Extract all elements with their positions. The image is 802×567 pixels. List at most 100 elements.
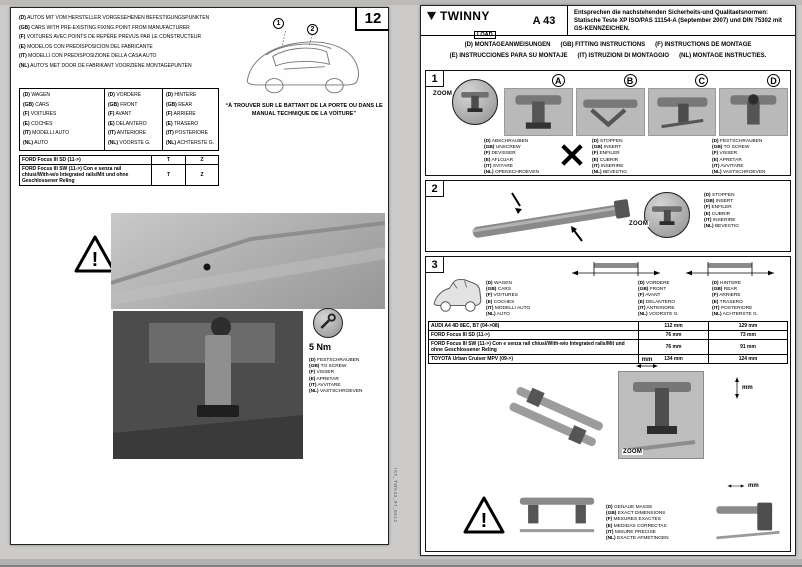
spec-columns: (D) WAGEN(GB) CARS(F) VOITURES(E) COCHES… [19, 88, 219, 151]
lang-line: (E) APRETAR [712, 157, 742, 163]
lang-line: (D) AUTOS MIT VOM HERSTELLER VORGESEHENE… [19, 15, 210, 21]
crossed-out-icon [561, 144, 583, 166]
page-right: TWINNY LOAD A 43 Entsprechen die nachste… [420, 5, 796, 556]
panel-d-graphic [730, 94, 777, 125]
front-column: (D) VORDERE(GB) FRONT(F) AVANT(E) DELANT… [104, 89, 162, 150]
mm-dimension-right: mm [734, 375, 753, 401]
instruction-lang: (NL) MONTAGE INSTRUCTIES. [679, 53, 767, 59]
lang-line: (E) MODELOS CON PREDISPOSICION DEL FABRI… [19, 43, 153, 50]
warning-icon: ! [463, 496, 505, 534]
lang-line: (F) AVANT [638, 293, 661, 299]
lang-line: (F) DEVISSER [484, 151, 516, 157]
double-arrow-icon [636, 364, 658, 368]
print-code: IST_TWA43_07_5612 [393, 468, 398, 523]
cars-column: (D) WAGEN(GB) CARS(F) VOITURES(E) COCHES… [486, 281, 530, 318]
model-cell: FORD Focus III SW (11->) Con e senza rai… [20, 165, 152, 185]
lang-line: (IT) POSTERIORE [166, 130, 208, 137]
lang-line: (IT) INSERIRE [592, 163, 624, 169]
bar-topview-drawing [509, 386, 603, 447]
lang-line: (D) FESTSCHRAUBEN [712, 139, 763, 144]
rear-cell: 73 mm [740, 332, 756, 338]
brand-logo: TWINNY LOAD [421, 6, 521, 39]
table-row: FORD Focus III SW (11->) Con e senza rai… [429, 339, 787, 354]
model-cell: FORD Focus III SD (11->) [429, 331, 639, 339]
exact-dimensions-list: (D) GENAUE MASSE(GB) EXACT DIMENSIONS(F)… [606, 505, 669, 542]
lang-line: (IT) MODELLI CON PREDISPOSIZIONE DELLA C… [19, 53, 157, 60]
standards-line-2: Statische Teste XP ISO/PAS 11154-A (Sept… [574, 18, 782, 33]
lang-line: (E) TRASERO [166, 120, 199, 127]
lang-line: (NL) VASTSCHROEVEN [712, 170, 766, 176]
mm-dimension-bottom: mm [726, 483, 759, 489]
mm-label: mm [742, 385, 753, 391]
panel-letter-b: B [623, 74, 637, 87]
roof-edge-graphic [111, 221, 385, 305]
lang-line: (E) COCHES [23, 120, 53, 127]
model-cell: TOYOTA Urban Cruiser MPV (09->) [429, 355, 639, 363]
instructions-line-1: (D) MONTAGEANWEISUNGEN(GB) FITTING INSTR… [421, 40, 795, 51]
lang-line: (NL) BEVESTIG [704, 224, 739, 230]
lang-line: (GB) CARS WITH PRE-EXISTING FIXING POINT… [19, 24, 190, 31]
standards-line-1: Entsprechen die nachstehenden Sicherheit… [574, 10, 769, 16]
fitting-instructions: (D) MONTAGEANWEISUNGEN(GB) FITTING INSTR… [421, 36, 795, 64]
front-cell: 112 mm [639, 322, 709, 330]
lang-line: (D) VORDERE [108, 92, 142, 98]
step-3: 3 (D) WAGEN(GB) CARS(F) VOITURES(E) COCH… [425, 256, 791, 552]
front-measure-diagram [572, 262, 660, 276]
clamp-photo-graphic [113, 311, 303, 459]
panel-photo-b [575, 88, 645, 136]
lang-line: (D) STOPFEN [704, 193, 735, 198]
page-number: 12 [355, 7, 389, 31]
brand-arrow-icon [426, 11, 437, 21]
callout-2: 2 [307, 24, 318, 35]
lang-line: (F) VISSER [712, 151, 738, 157]
clamp-detail-graphic [461, 92, 489, 112]
lang-line: (GB) INSERT [592, 145, 622, 151]
lang-line: (E) TRASERO [712, 299, 743, 305]
front-cell: T [152, 156, 186, 164]
instruction-lang: (F) INSTRUCTIONS DE MONTAGE [655, 42, 752, 48]
lang-line: (D) VORDERE [638, 281, 670, 286]
zoom-label: ZOOM [628, 221, 650, 227]
lang-line: (GB) REAR [166, 101, 193, 108]
lang-line: (E) AFLOJAR [484, 157, 514, 163]
panel-photo-a [504, 88, 573, 136]
lang-line: (NL) AUTO [23, 139, 48, 146]
lang-line: (IT) MODELLI AUTO [23, 130, 70, 137]
cars-column: (D) WAGEN(GB) CARS(F) VOITURES(E) COCHES… [20, 89, 104, 150]
lang-line: (D) WAGEN [23, 92, 51, 98]
step-3-number: 3 [426, 257, 444, 273]
roof-bar-figure [472, 192, 631, 242]
step-1-number: 1 [426, 71, 444, 87]
lang-line: (IT) ANTERIORE [638, 305, 675, 311]
mm-label: mm [748, 483, 759, 489]
bar-sideview-drawing [519, 497, 595, 533]
rear-cell: Z [200, 172, 204, 178]
brand-name: TWINNY [440, 9, 490, 23]
panel-photo-d [719, 88, 788, 136]
lang-line: (F) VOITURES [486, 293, 518, 299]
car-fit-table: FORD Focus III SD (11->) T Z FORD Focus … [19, 155, 219, 186]
svg-text:!: ! [481, 510, 488, 532]
panel-photo-c [647, 88, 717, 136]
lang-line: (IT) AVVITARE [712, 163, 744, 169]
torque-zoom-circle [313, 308, 343, 338]
front-column: (D) VORDERE(GB) FRONT(F) AVANT(E) DELANT… [638, 281, 679, 318]
clamp-zoom-graphic [628, 382, 696, 452]
zoom-label: ZOOM [622, 449, 644, 455]
lang-line: (NL) BEVESTIG [592, 170, 627, 176]
lang-line: (GB) FRONT [108, 101, 138, 108]
lang-line: (IT) POSTERIORE [712, 305, 753, 311]
fixpoint-note-list: (D) AUTOS MIT VOM HERSTELLER VORGESEHENE… [19, 14, 254, 72]
step-2-number: 2 [426, 181, 444, 197]
instruction-lang: (E) INSTRUCCIONES PARA SU MONTAJE [449, 53, 568, 59]
lang-line: (NL) VOORSTE G. [638, 312, 679, 318]
lang-line: (NL) EXACTE AFMETINGEN [606, 536, 669, 542]
car-rear-sketch [246, 31, 359, 94]
lang-line: (IT) MODELLI AUTO [486, 305, 531, 311]
zoom-label: ZOOM [433, 91, 453, 97]
lang-line: (NL) ACHTERSTE G. [712, 312, 759, 318]
callout-1: 1 [273, 18, 284, 29]
lang-line: (GB) CARS [486, 287, 512, 293]
table-row: TOYOTA Urban Cruiser MPV (09->) 134 mm 1… [429, 354, 787, 363]
